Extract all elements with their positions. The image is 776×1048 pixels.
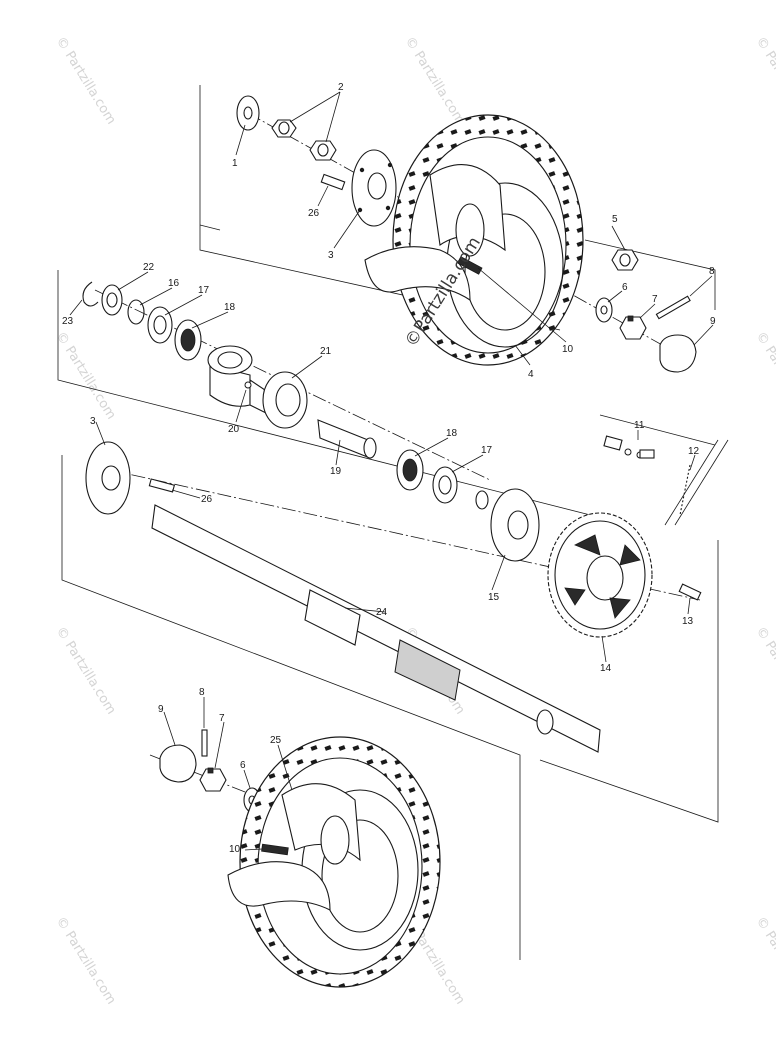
part-label-22: 22	[143, 262, 155, 273]
watermark-text: © Partzilla.com	[402, 34, 468, 127]
part-label-11: 11	[634, 420, 645, 431]
axle-assembly	[85, 441, 601, 753]
part-label-24: 24	[376, 607, 388, 618]
lower-wheel-assembly	[159, 729, 441, 988]
watermark-text: © Partzilla.com	[53, 329, 119, 422]
watermark-text: © Partzilla.com	[53, 914, 119, 1007]
upper-wheel-assembly	[236, 95, 697, 373]
part-label-3: 3	[90, 416, 96, 427]
watermark-text: © Partzilla.com	[53, 624, 119, 717]
part-label-9: 9	[710, 316, 716, 327]
chain-sprocket-group	[490, 435, 729, 638]
part-label-18: 18	[446, 428, 458, 439]
part-label-7: 7	[652, 294, 658, 305]
part-label-8: 8	[199, 687, 205, 698]
part-label-20: 20	[228, 424, 240, 435]
watermark-text: © Partzilla.com	[53, 34, 119, 127]
part-label-1: 1	[232, 158, 238, 169]
part-label-21: 21	[320, 346, 332, 357]
leader-lines	[69, 91, 714, 851]
watermark-text: © Partzilla.com	[753, 914, 776, 1007]
part-label-19: 19	[330, 466, 342, 477]
part-label-18: 18	[224, 302, 236, 313]
part-label-26: 26	[308, 208, 320, 219]
part-label-15: 15	[488, 592, 500, 603]
part-label-7: 7	[219, 713, 225, 724]
part-label-16: 16	[168, 278, 180, 289]
part-label-17: 17	[481, 445, 493, 456]
part-label-8: 8	[709, 266, 715, 277]
part-label-4: 4	[528, 369, 534, 380]
part-label-12: 12	[688, 446, 700, 457]
bearing-housing-assembly	[82, 281, 489, 510]
part-label-6: 6	[622, 282, 628, 293]
part-label-10: 10	[562, 344, 574, 355]
part-labels: 1 2 3 4 5 6 7 8 9 10 26 22 16 17 18 23 2…	[62, 82, 716, 855]
part-label-10: 10	[229, 844, 241, 855]
watermark-text: © Partzilla.com	[753, 329, 776, 422]
part-label-23: 23	[62, 316, 74, 327]
watermark-text: © Partzilla.com	[753, 34, 776, 127]
part-label-13: 13	[682, 616, 694, 627]
part-label-2: 2	[338, 82, 344, 93]
part-label-3: 3	[328, 250, 334, 261]
part-label-14: 14	[600, 663, 612, 674]
part-label-25: 25	[270, 735, 282, 746]
part-label-6: 6	[240, 760, 246, 771]
part-label-5: 5	[612, 214, 618, 225]
part-label-17: 17	[198, 285, 210, 296]
watermark-text: © Partzilla.com	[753, 624, 776, 717]
part-label-26: 26	[201, 494, 213, 505]
part-label-9: 9	[158, 704, 164, 715]
